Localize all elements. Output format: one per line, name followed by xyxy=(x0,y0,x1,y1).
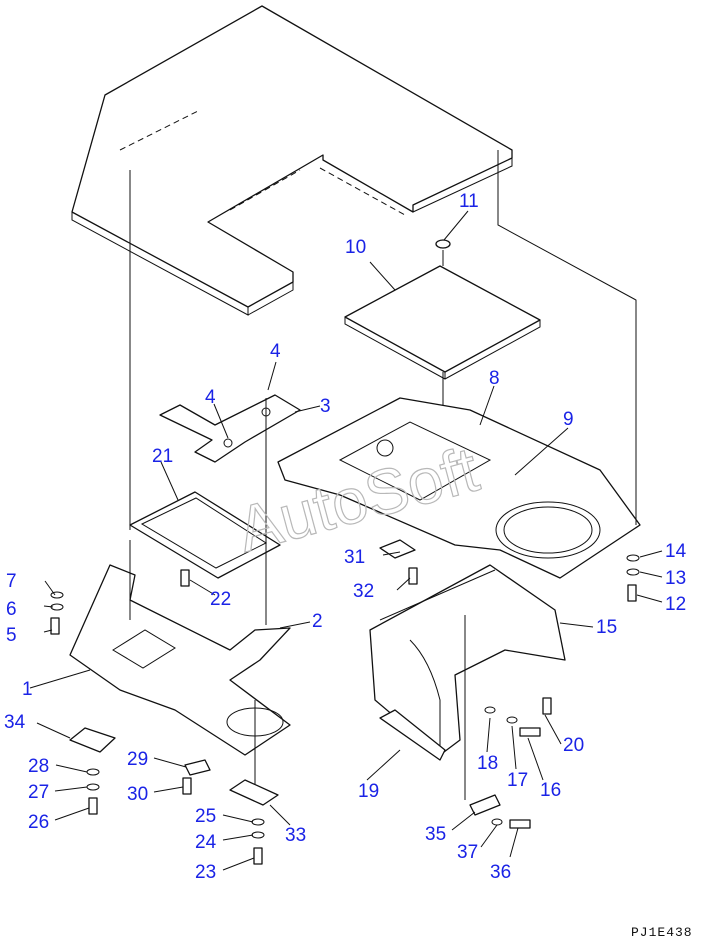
callout-8: 8 xyxy=(489,368,500,389)
callout-7: 7 xyxy=(6,571,17,592)
callout-21: 21 xyxy=(152,446,173,467)
cap-11 xyxy=(435,239,451,249)
callout-4-left: 4 xyxy=(205,387,216,408)
drawing-code: PJ1E438 xyxy=(631,925,693,940)
callout-33: 33 xyxy=(285,825,306,846)
clip-29 xyxy=(184,759,211,776)
callout-23: 23 xyxy=(195,862,216,883)
callout-15: 15 xyxy=(596,617,617,638)
callout-9: 9 xyxy=(563,409,574,430)
fastener-group xyxy=(50,554,640,865)
callout-6: 6 xyxy=(6,599,17,620)
callout-26: 26 xyxy=(28,812,49,833)
callout-12: 12 xyxy=(665,594,686,615)
callout-17: 17 xyxy=(507,770,528,791)
callout-10: 10 xyxy=(345,237,366,258)
pad-10 xyxy=(344,265,541,380)
callout-32: 32 xyxy=(353,581,374,602)
callout-37: 37 xyxy=(457,842,478,863)
callout-13: 13 xyxy=(665,568,686,589)
callout-36: 36 xyxy=(490,862,511,883)
callout-35: 35 xyxy=(425,824,446,845)
clip-31 xyxy=(379,539,416,559)
strip-19 xyxy=(379,709,446,761)
callout-4-top: 4 xyxy=(270,341,281,362)
callout-20: 20 xyxy=(563,735,584,756)
callout-1: 1 xyxy=(22,679,33,700)
callout-34: 34 xyxy=(4,712,26,733)
callout-28: 28 xyxy=(28,756,49,777)
callout-30: 30 xyxy=(127,784,148,805)
callout-2: 2 xyxy=(312,611,323,632)
pin-35 xyxy=(469,794,501,816)
plate-33 xyxy=(229,779,279,806)
floor-plate-1 xyxy=(69,564,291,756)
callout-22: 22 xyxy=(210,589,231,610)
callout-11: 11 xyxy=(459,191,479,212)
bracket-3 xyxy=(159,394,301,463)
cover-panel xyxy=(71,5,513,316)
plate-34 xyxy=(69,727,116,753)
callout-5: 5 xyxy=(6,625,17,646)
callout-29: 29 xyxy=(127,749,148,770)
callout-31: 31 xyxy=(344,547,365,568)
callout-27: 27 xyxy=(28,782,49,803)
leader-lines xyxy=(29,210,663,871)
callout-19: 19 xyxy=(358,781,379,802)
callout-14: 14 xyxy=(665,541,687,562)
callout-3: 3 xyxy=(320,396,331,417)
callout-18: 18 xyxy=(477,753,498,774)
callout-labels: 1 2 3 4 4 5 6 7 8 9 10 11 12 13 14 15 16… xyxy=(4,191,687,883)
callout-25: 25 xyxy=(195,806,216,827)
callout-24: 24 xyxy=(195,832,217,853)
floor-plate-8 xyxy=(277,397,641,579)
alignment-lines xyxy=(129,150,637,800)
callout-16: 16 xyxy=(540,780,561,801)
